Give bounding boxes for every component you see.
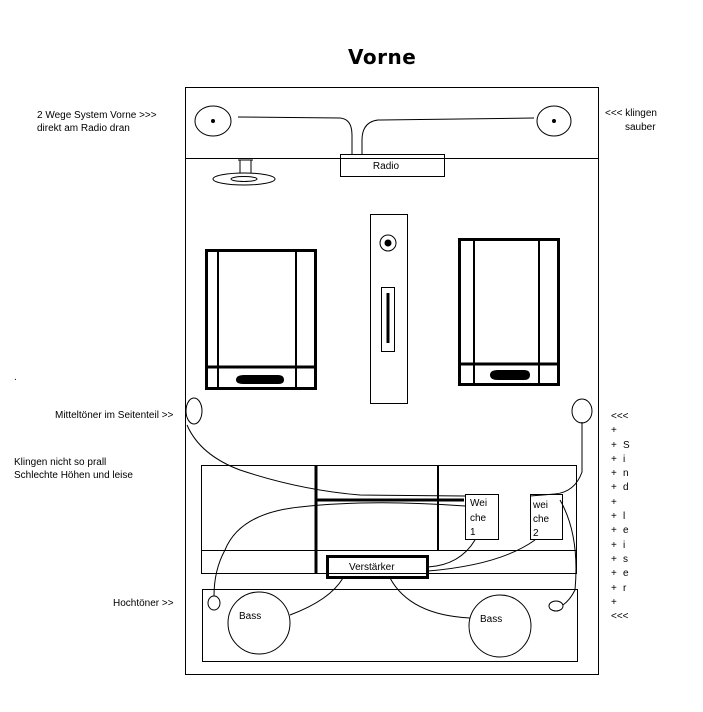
midrange-left bbox=[185, 397, 203, 425]
vent-right-slot bbox=[490, 370, 530, 380]
vent-center bbox=[370, 214, 408, 404]
side-note-row: +s bbox=[611, 553, 628, 565]
stray-dot: . bbox=[14, 372, 17, 383]
side-note-row: +e bbox=[611, 525, 629, 537]
wire-amp-bass-left bbox=[289, 577, 344, 616]
weiche-2-label-line2: che bbox=[533, 514, 550, 525]
bass-right-label: Bass bbox=[480, 614, 503, 625]
wire-radio-left bbox=[237, 116, 353, 154]
bass-right bbox=[468, 594, 532, 658]
glovebox-outline bbox=[201, 465, 577, 574]
side-note-close: <<< bbox=[611, 611, 629, 623]
radio-label: Radio bbox=[372, 161, 400, 172]
bass-left bbox=[227, 591, 291, 655]
tweeter-bottom-right bbox=[548, 600, 564, 612]
label-klingen-sauber-line1: <<< klingen bbox=[605, 108, 657, 119]
midrange-right bbox=[571, 398, 593, 424]
label-2wege-line1: 2 Wege System Vorne >>> bbox=[37, 110, 157, 121]
bass-left-label: Bass bbox=[239, 611, 262, 622]
side-note-row: +d bbox=[611, 482, 629, 494]
dashboard-outline bbox=[185, 87, 599, 675]
wire-tweeter-left bbox=[213, 502, 466, 597]
label-klingen-sauber-line2: sauber bbox=[625, 122, 656, 133]
weiche-1-label-line3: 1 bbox=[470, 527, 476, 538]
radio-box bbox=[340, 154, 445, 177]
verstaerker-label: Verstärker bbox=[349, 562, 395, 573]
tweeter-top-left bbox=[194, 105, 232, 137]
label-hochtoener: Hochtöner >> bbox=[113, 598, 174, 609]
label-2wege-line2: direkt am Radio dran bbox=[37, 123, 130, 134]
side-note-row: +r bbox=[611, 582, 627, 594]
weiche-2-label-line3: 2 bbox=[533, 528, 539, 539]
side-note-row: +e bbox=[611, 568, 629, 580]
small-speaker-left bbox=[212, 172, 276, 186]
side-note-row: +i bbox=[611, 453, 626, 465]
side-note-row: +i bbox=[611, 539, 626, 551]
bass-compartment bbox=[202, 589, 578, 662]
wire-amp-weiche1 bbox=[427, 539, 476, 568]
diagram-title: Vorne bbox=[348, 45, 417, 69]
label-mitteltoener: Mitteltöner im Seitenteil >> bbox=[55, 410, 174, 421]
side-note-row: +n bbox=[611, 468, 629, 480]
wire-midrange-left bbox=[186, 424, 466, 497]
side-note-row: + bbox=[611, 496, 617, 508]
vent-left-slot bbox=[236, 375, 284, 384]
tweeter-bottom-left bbox=[207, 595, 221, 611]
label-klingen-line2: Schlechte Höhen und leise bbox=[14, 470, 133, 481]
side-note-row: +l bbox=[611, 511, 626, 523]
wire-amp-weiche2 bbox=[427, 539, 536, 572]
tweeter-top-right bbox=[536, 105, 572, 137]
side-note-row: +S bbox=[611, 439, 630, 451]
weiche-1-label-line1: Wei bbox=[470, 498, 488, 509]
weiche-1-box bbox=[465, 494, 499, 540]
wire-tweeter-right bbox=[559, 499, 577, 606]
side-note-sind-leiser: <<< + +S +i +n +d + +l +e +i +s +e +r + … bbox=[611, 410, 641, 624]
side-note-row: + bbox=[611, 425, 617, 437]
wire-midrange-right bbox=[529, 422, 583, 497]
wire-radio-right bbox=[361, 117, 535, 154]
side-note-open: <<< bbox=[611, 411, 629, 422]
label-klingen-line1: Klingen nicht so prall bbox=[14, 457, 107, 468]
verstaerker-box bbox=[326, 555, 429, 579]
weiche-1-label-line2: che bbox=[470, 513, 487, 524]
side-note-row: + bbox=[611, 596, 617, 608]
weiche-2-label-line1: wei bbox=[533, 500, 549, 511]
vent-right bbox=[458, 238, 560, 386]
wire-amp-bass-right bbox=[389, 577, 471, 619]
vent-left bbox=[205, 249, 317, 390]
